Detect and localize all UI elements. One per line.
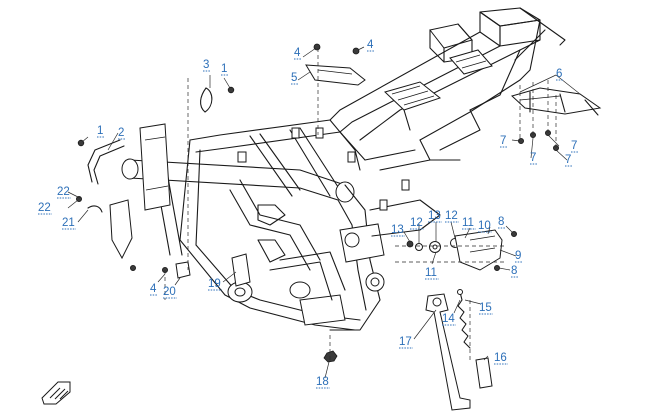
leader-lines xyxy=(67,46,581,379)
callout-4a: 4 xyxy=(294,47,302,60)
part-14-spring xyxy=(457,289,471,349)
callout-12b: 12 xyxy=(445,210,459,223)
svg-text:9: 9 xyxy=(515,250,521,262)
svg-text:3: 3 xyxy=(203,59,209,71)
svg-text:12: 12 xyxy=(445,210,458,222)
callout-7d: 7 xyxy=(565,154,573,167)
motorcycle-frame xyxy=(121,7,566,331)
callout-19: 19 xyxy=(208,278,222,291)
svg-text:7: 7 xyxy=(530,152,536,164)
callout-3: 3 xyxy=(203,59,211,72)
callout-13b: 13 xyxy=(428,210,442,223)
svg-text:22: 22 xyxy=(38,202,51,214)
rear-subframe xyxy=(329,7,566,161)
callout-18: 18 xyxy=(316,376,330,389)
callout-20: 20 xyxy=(163,286,177,299)
callout-16: 16 xyxy=(494,352,508,365)
svg-text:10: 10 xyxy=(478,220,491,232)
part-18-nut xyxy=(323,350,338,363)
callout-12a: 12 xyxy=(410,217,424,230)
callout-13a: 13 xyxy=(391,224,405,237)
part-17-side-stand xyxy=(425,293,471,411)
svg-text:16: 16 xyxy=(494,352,507,364)
main-backbone xyxy=(121,119,461,331)
callout-6: 6 xyxy=(556,68,564,81)
part-21-22-clamp xyxy=(76,195,133,260)
svg-text:1: 1 xyxy=(221,63,227,75)
front-arrow-icon xyxy=(41,381,71,405)
part-3-wire-clip xyxy=(200,87,213,113)
svg-text:7: 7 xyxy=(565,154,571,166)
svg-text:13: 13 xyxy=(391,224,404,236)
svg-text:21: 21 xyxy=(62,217,75,229)
svg-text:11: 11 xyxy=(425,267,437,279)
part-5-bracket xyxy=(305,64,366,86)
svg-text:5: 5 xyxy=(291,72,297,84)
callout-22b: 22 xyxy=(38,202,52,215)
callout-2: 2 xyxy=(118,127,126,140)
svg-text:14: 14 xyxy=(442,313,455,325)
callout-7b: 7 xyxy=(530,152,538,165)
svg-text:15: 15 xyxy=(479,302,492,314)
callout-10: 10 xyxy=(478,220,492,233)
svg-text:2: 2 xyxy=(118,127,124,139)
callout-labels: 1 3 4 4 5 6 1 2 xyxy=(38,39,579,389)
part-2-side-bracket xyxy=(77,139,125,185)
callout-17: 17 xyxy=(399,336,413,349)
callout-1b: 1 xyxy=(97,125,105,138)
svg-text:17: 17 xyxy=(399,336,412,348)
svg-text:4: 4 xyxy=(150,283,157,295)
part-20-bracket xyxy=(129,261,191,279)
callout-8a: 8 xyxy=(498,216,506,229)
part-6-rear-bracket xyxy=(511,87,602,116)
callout-7a: 7 xyxy=(500,135,508,148)
part-19-bracket xyxy=(231,253,251,287)
part-16-sleeve xyxy=(475,357,493,389)
svg-text:18: 18 xyxy=(316,376,329,388)
callout-8b: 8 xyxy=(511,265,519,278)
svg-text:4: 4 xyxy=(294,47,301,59)
svg-text:12: 12 xyxy=(410,217,423,229)
callout-11b: 11 xyxy=(425,267,439,280)
svg-text:8: 8 xyxy=(511,265,517,277)
callout-7c: 7 xyxy=(571,140,579,153)
callout-5: 5 xyxy=(291,72,299,85)
svg-text:20: 20 xyxy=(163,286,176,298)
svg-text:8: 8 xyxy=(498,216,504,228)
callout-9: 9 xyxy=(515,250,523,263)
svg-text:13: 13 xyxy=(428,210,441,222)
svg-text:19: 19 xyxy=(208,278,221,290)
callout-4c: 4 xyxy=(150,283,158,296)
callout-22a: 22 xyxy=(57,186,71,199)
svg-text:7: 7 xyxy=(571,140,577,152)
part-7-bolts xyxy=(518,129,560,151)
svg-text:11: 11 xyxy=(462,217,474,229)
svg-text:1: 1 xyxy=(97,125,103,137)
svg-text:7: 7 xyxy=(500,135,506,147)
svg-text:22: 22 xyxy=(57,186,70,198)
part-4-bolt-b xyxy=(352,47,360,55)
sidestand-bracket-assembly xyxy=(406,229,517,271)
callout-11a: 11 xyxy=(462,217,476,230)
svg-text:6: 6 xyxy=(556,68,562,80)
callout-14: 14 xyxy=(442,313,456,326)
callout-1a: 1 xyxy=(221,63,229,76)
callout-21: 21 xyxy=(62,217,76,230)
callout-4b: 4 xyxy=(367,39,375,52)
svg-text:4: 4 xyxy=(367,39,374,51)
part-1-bolt-top xyxy=(227,86,235,94)
callout-15: 15 xyxy=(479,302,493,315)
